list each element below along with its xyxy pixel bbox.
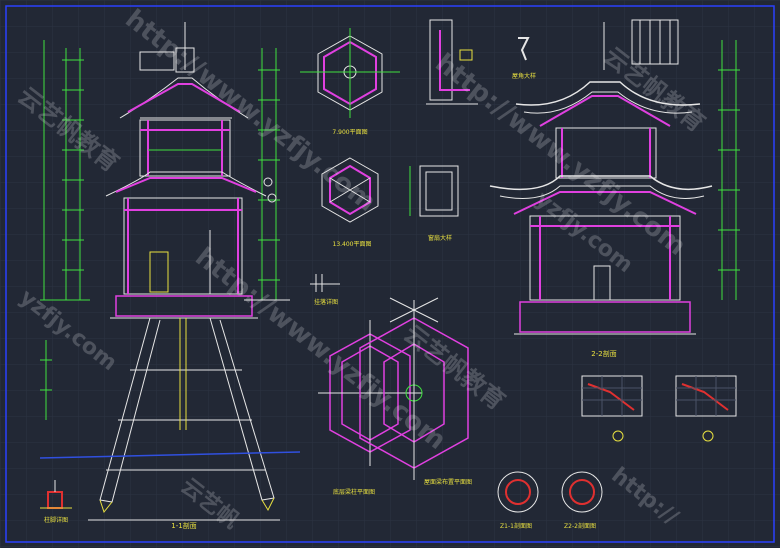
label-detail-a: Z1-1剖面图 bbox=[500, 522, 532, 530]
detail-hanging bbox=[310, 274, 340, 292]
plan-top-hexagon bbox=[300, 28, 400, 118]
detail-column-foot bbox=[40, 480, 72, 509]
label-detail-b: Z2-2剖面图 bbox=[564, 522, 596, 530]
label-section-1-1: 1-1剖面 bbox=[171, 521, 196, 530]
detail-window bbox=[409, 165, 459, 217]
label-plan-top: 7.900平面图 bbox=[332, 129, 367, 136]
section-2-2-elevation bbox=[489, 19, 740, 335]
detail-bracket bbox=[426, 19, 530, 105]
label-detail-small: 挂落详图 bbox=[314, 298, 338, 306]
plan-mid-hexagon bbox=[321, 157, 379, 223]
label-plan-roof: 屋面梁布置平面图 bbox=[424, 478, 472, 486]
label-plan-ground: 底层梁柱平面图 bbox=[333, 488, 375, 496]
section-1-1-elevation bbox=[39, 22, 301, 521]
detail-grids bbox=[581, 375, 737, 442]
label-detail-left: 柱脚详图 bbox=[44, 516, 68, 524]
label-detail-bracket: 屋角大样 bbox=[512, 72, 536, 80]
label-detail-window: 窗扇大样 bbox=[428, 234, 452, 242]
drawing-border bbox=[5, 5, 775, 543]
plan-roof-hexagon bbox=[359, 297, 469, 480]
label-plan-mid: 13.400平面图 bbox=[333, 241, 372, 248]
label-section-2-2: 2-2剖面 bbox=[591, 349, 616, 358]
detail-circles bbox=[497, 471, 603, 513]
plan-ground-hexagon bbox=[318, 320, 422, 466]
